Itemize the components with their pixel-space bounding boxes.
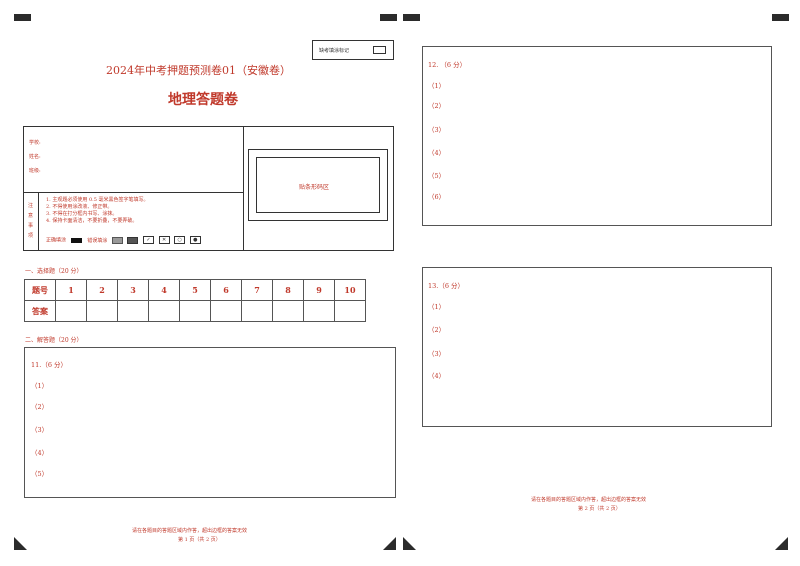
answer-cell[interactable]	[55, 300, 87, 322]
section-1-title: 一、选择题（20 分）	[25, 268, 83, 275]
answer-cell[interactable]	[86, 300, 118, 322]
answer-cell[interactable]	[117, 300, 149, 322]
wrong-fill-label: 错误填涂	[87, 237, 108, 244]
question-number-cell: 4	[148, 279, 180, 301]
school-field[interactable]: 学校:	[29, 140, 41, 146]
answer-cell[interactable]	[272, 300, 304, 322]
q13-part: （2）	[428, 326, 446, 334]
notice-label-column: 注 意 事 项	[24, 192, 39, 250]
question-number-cell: 7	[241, 279, 273, 301]
registration-triangle-bottom-mid-right	[403, 537, 416, 550]
q11-part: （4）	[31, 449, 49, 457]
question-number-cell: 2	[86, 279, 118, 301]
fill-example-row: 正确填涂 错误填涂 ✓ ✕ ○ ●	[46, 236, 201, 244]
q13-title: 13.（6 分）	[428, 282, 465, 290]
answer-header: 答案	[24, 300, 56, 322]
question-number-cell: 5	[179, 279, 211, 301]
q12-answer-box[interactable]: 12. （6 分） （1） （2） （3） （4） （5） （6）	[422, 46, 772, 226]
wrong-fill-sample-grey	[111, 236, 123, 244]
q13-part: （3）	[428, 350, 446, 358]
q12-part: （2）	[428, 102, 446, 110]
notice-item: 3. 不得在打分框内书写、涂抹。	[46, 211, 118, 217]
correct-fill-label: 正确填涂	[46, 237, 67, 244]
name-field[interactable]: 姓名:	[29, 154, 41, 160]
notice-item: 4. 保持卡面清洁，不要折叠，不要弄破。	[46, 218, 138, 224]
q11-answer-box[interactable]: 11.（6 分） （1） （2） （3） （4） （5）	[24, 347, 396, 498]
q12-part: （4）	[428, 149, 446, 157]
exam-title: 2024年中考押题预测卷01（安徽卷）	[106, 64, 291, 77]
registration-mark-top-mid-left	[380, 14, 397, 21]
registration-triangle-bottom-right	[775, 537, 788, 550]
wrong-fill-mark: ●	[189, 236, 201, 244]
registration-mark-top-right	[772, 14, 789, 21]
answer-cell[interactable]	[303, 300, 335, 322]
page-2-page-number: 第 2 页（共 2 页）	[578, 506, 621, 512]
student-info-panel: 学校: 姓名: 班级: 注 意 事 项 1. 主观题必须使用 0.5 毫米黑色签…	[23, 126, 394, 251]
barcode-label: 贴条形码区	[299, 184, 330, 191]
registration-mark-top-left	[14, 14, 31, 21]
barcode-outer-frame: 贴条形码区	[248, 149, 388, 221]
absent-mark-fill-box[interactable]	[373, 46, 386, 54]
question-number-cell: 8	[272, 279, 304, 301]
notice-label-char: 事	[28, 223, 34, 229]
q12-part: （3）	[428, 126, 446, 134]
q12-title: 12. （6 分）	[428, 61, 467, 69]
correct-fill-sample	[70, 237, 82, 243]
barcode-inner-frame: 贴条形码区	[256, 157, 380, 213]
q11-title: 11.（6 分）	[31, 361, 68, 369]
class-field[interactable]: 班级:	[29, 168, 41, 174]
answer-cell[interactable]	[179, 300, 211, 322]
choice-answer-table: 题号 1 2 3 4 5 6 7 8 9 10 答案	[24, 279, 366, 322]
question-number-cell: 6	[210, 279, 242, 301]
notice-label-char: 项	[28, 233, 34, 239]
registration-triangle-bottom-mid-left	[383, 537, 396, 550]
student-info-fields: 学校: 姓名: 班级:	[24, 127, 244, 193]
section-2-title: 二、解答题（20 分）	[25, 337, 83, 344]
q13-answer-box[interactable]: 13.（6 分） （1） （2） （3） （4）	[422, 267, 772, 427]
answer-cell[interactable]	[210, 300, 242, 322]
registration-triangle-bottom-left	[14, 537, 27, 550]
question-number-cell: 3	[117, 279, 149, 301]
table-row: 答案	[24, 300, 366, 322]
table-row: 题号 1 2 3 4 5 6 7 8 9 10	[24, 279, 366, 301]
notice-area: 注 意 事 项 1. 主观题必须使用 0.5 毫米黑色签字笔填写。 2. 不得使…	[24, 192, 244, 250]
q12-part: （6）	[428, 193, 446, 201]
question-number-cell: 9	[303, 279, 335, 301]
wrong-fill-sample-dark	[127, 236, 139, 244]
absent-mark-label: 缺考填涂标记	[319, 48, 350, 54]
notice-label-char: 意	[28, 213, 34, 219]
question-number-cell: 10	[334, 279, 366, 301]
page-1-footer-note: 请在各题目的答题区域内作答，超出边框的答案无效	[132, 528, 248, 534]
q12-part: （5）	[428, 172, 446, 180]
wrong-fill-mark: ✕	[158, 236, 170, 244]
q13-part: （4）	[428, 372, 446, 380]
registration-mark-top-mid-right	[403, 14, 420, 21]
q11-part: （1）	[31, 382, 49, 390]
q12-part: （1）	[428, 82, 446, 90]
wrong-fill-mark: ✓	[143, 236, 154, 244]
exam-subtitle: 地理答题卷	[168, 92, 238, 108]
q13-part: （1）	[428, 303, 446, 311]
page-1-page-number: 第 1 页（共 2 页）	[178, 537, 221, 543]
wrong-fill-mark: ○	[174, 236, 186, 244]
answer-cell[interactable]	[241, 300, 273, 322]
q11-part: （3）	[31, 426, 49, 434]
page-2-footer-note: 请在各题目的答题区域内作答，超出边框的答案无效	[531, 497, 647, 503]
answer-cell[interactable]	[148, 300, 180, 322]
notice-label-char: 注	[28, 203, 34, 209]
question-number-cell: 1	[55, 279, 87, 301]
notice-item: 1. 主观题必须使用 0.5 毫米黑色签字笔填写。	[46, 197, 149, 203]
answer-cell[interactable]	[334, 300, 366, 322]
q11-part: （2）	[31, 403, 49, 411]
q11-part: （5）	[31, 470, 49, 478]
absent-mark-box: 缺考填涂标记	[312, 40, 394, 60]
question-number-header: 题号	[24, 279, 56, 301]
notice-item: 2. 不得使用涂改液、修正带。	[46, 204, 113, 210]
